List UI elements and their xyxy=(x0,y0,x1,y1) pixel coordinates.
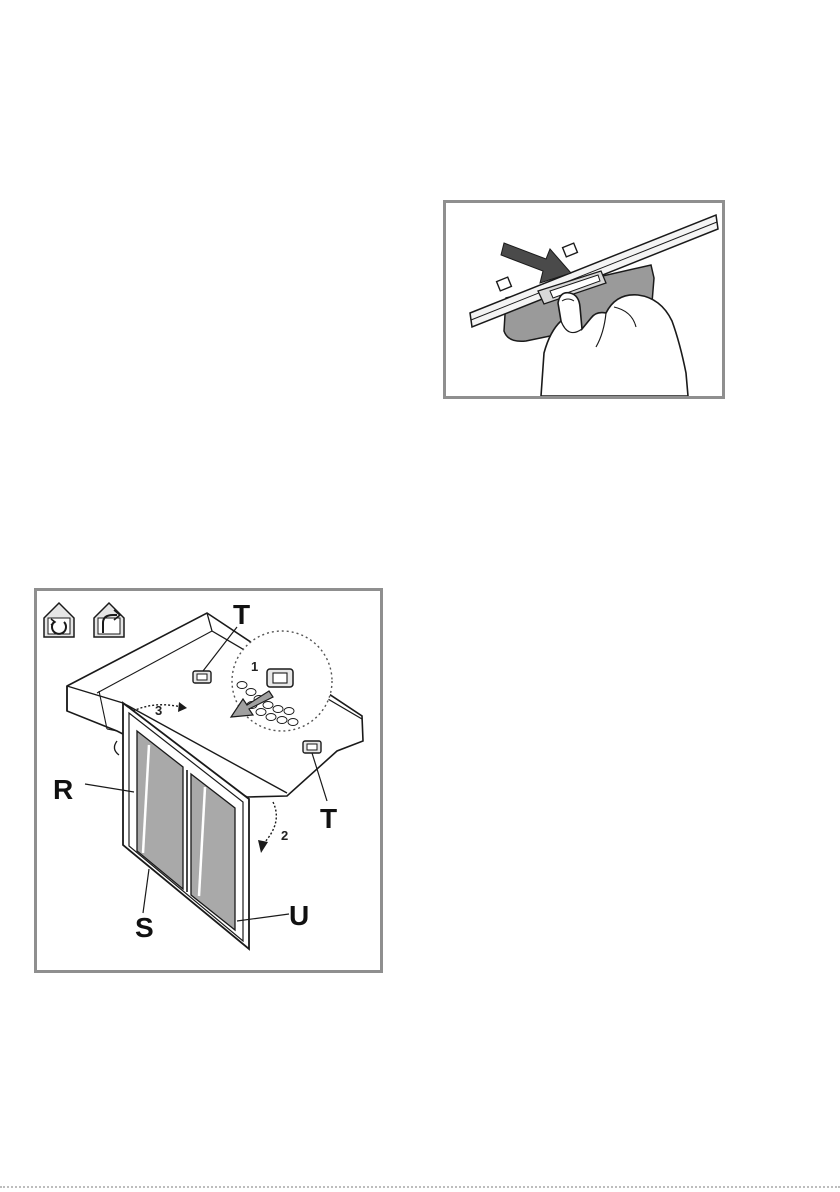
detail-magnifier xyxy=(231,631,332,731)
extraction-mode-icon xyxy=(94,603,124,637)
callout-r: R xyxy=(53,774,73,805)
step-1-label: 1 xyxy=(251,659,258,674)
callout-t-top: T xyxy=(233,599,250,630)
callout-u: U xyxy=(289,900,309,931)
latch-right xyxy=(303,741,321,753)
hand-icon xyxy=(541,293,688,396)
filter-removal-figure: T T R S U 1 2 3 xyxy=(34,588,383,973)
rail-clip-left xyxy=(497,277,512,291)
filter-removal-drawing: T T R S U 1 2 3 xyxy=(37,591,380,970)
page-bottom-dotted-rule xyxy=(0,1186,840,1188)
callout-t-right: T xyxy=(320,803,337,834)
step-2-arrow xyxy=(263,802,276,844)
step-3-label: 3 xyxy=(155,703,162,718)
latch-release-drawing xyxy=(446,203,722,396)
latch-release-figure xyxy=(443,200,725,399)
step-2-label: 2 xyxy=(281,828,288,843)
latch-top xyxy=(193,671,211,683)
rail-clip-right xyxy=(563,243,578,257)
recirculation-mode-icon xyxy=(44,603,74,637)
callout-s: S xyxy=(135,912,154,943)
